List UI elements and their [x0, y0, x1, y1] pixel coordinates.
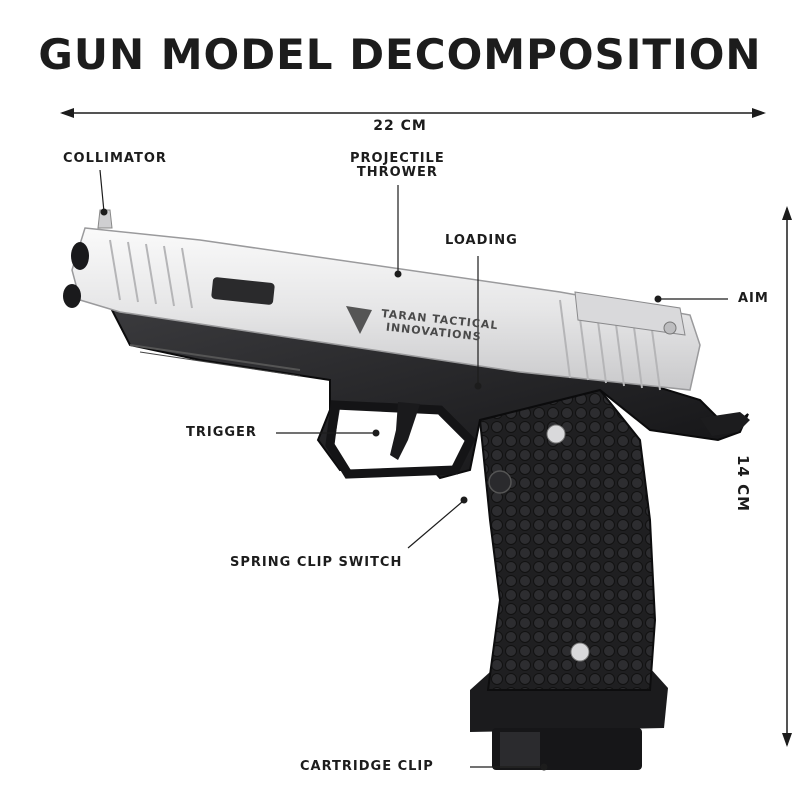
leader-projectile-thrower	[394, 185, 402, 278]
height-dimension-arrow	[782, 206, 792, 747]
label-aim: AIM	[738, 291, 769, 306]
leader-spring-clip-switch	[407, 496, 468, 549]
leader-aim	[654, 295, 728, 303]
height-dimension-label: 14 CM	[734, 455, 752, 513]
label-projectile-line-2: THROWER	[356, 165, 438, 180]
page-title: GUN MODEL DECOMPOSITION	[38, 30, 762, 79]
label-projectile-line-1: PROJECTILE	[350, 151, 445, 166]
leader-trigger	[276, 429, 380, 437]
hammer	[700, 412, 750, 436]
width-dimension-arrow	[60, 108, 766, 118]
label-spring-clip-switch: SPRING CLIP SWITCH	[230, 555, 403, 570]
slide	[63, 209, 701, 391]
label-trigger: TRIGGER	[186, 425, 257, 440]
leader-collimator	[99, 169, 108, 216]
label-collimator: COLLIMATOR	[63, 151, 167, 166]
label-projectile-thrower: PROJECTILE THROWER	[350, 152, 445, 180]
grip	[478, 388, 657, 691]
label-cartridge-clip: CARTRIDGE CLIP	[300, 759, 434, 774]
label-loading: LOADING	[445, 233, 518, 248]
width-dimension-label: 22 CM	[373, 118, 427, 134]
leader-cartridge-clip	[470, 763, 548, 771]
leader-loading	[474, 256, 482, 390]
